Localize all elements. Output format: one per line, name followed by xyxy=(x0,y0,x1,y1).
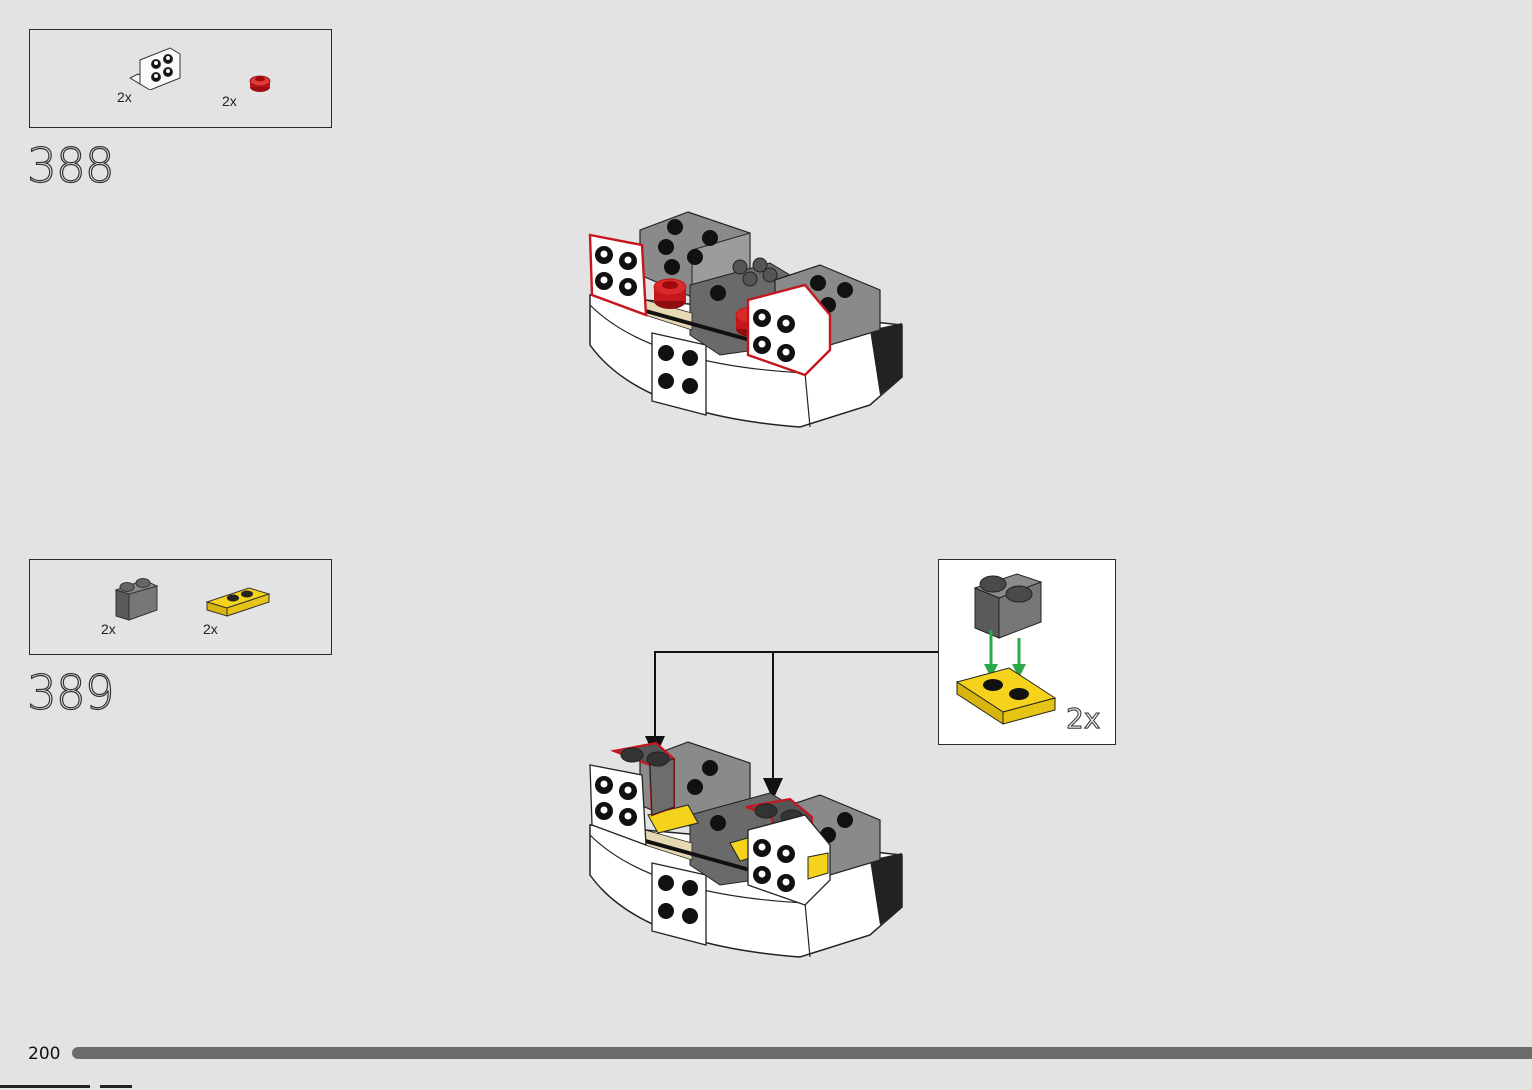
part-qty: 2x xyxy=(101,622,176,636)
white-bracket-icon xyxy=(126,44,182,90)
sub-assembly-callout: 2x xyxy=(938,559,1116,745)
page-number: 200 xyxy=(28,1044,60,1064)
callout-qty: 2x xyxy=(1066,702,1100,735)
model-assembly-388 xyxy=(580,205,920,435)
step-number: 389 xyxy=(27,670,114,717)
part-qty: 2x xyxy=(222,94,300,108)
part-white-bracket: 2x xyxy=(114,44,194,104)
part-red-round-plate: 2x xyxy=(220,72,300,108)
step-number: 388 xyxy=(27,143,114,190)
part-dark-gray-brick: 2x xyxy=(96,576,176,636)
red-plate-left xyxy=(654,279,686,309)
dark-gray-brick-icon xyxy=(111,576,161,622)
red-round-plate-icon xyxy=(247,72,273,94)
footer-marks xyxy=(0,1085,140,1090)
model-assembly-389 xyxy=(580,735,920,965)
part-yellow-plate: 2x xyxy=(198,584,278,636)
parts-list-388: 2x 2x xyxy=(29,29,332,128)
part-qty: 2x xyxy=(203,622,278,636)
yellow-plate-icon xyxy=(203,584,273,622)
parts-list-389: 2x 2x xyxy=(29,559,332,655)
part-qty: 2x xyxy=(117,90,194,104)
progress-bar xyxy=(72,1047,1532,1059)
